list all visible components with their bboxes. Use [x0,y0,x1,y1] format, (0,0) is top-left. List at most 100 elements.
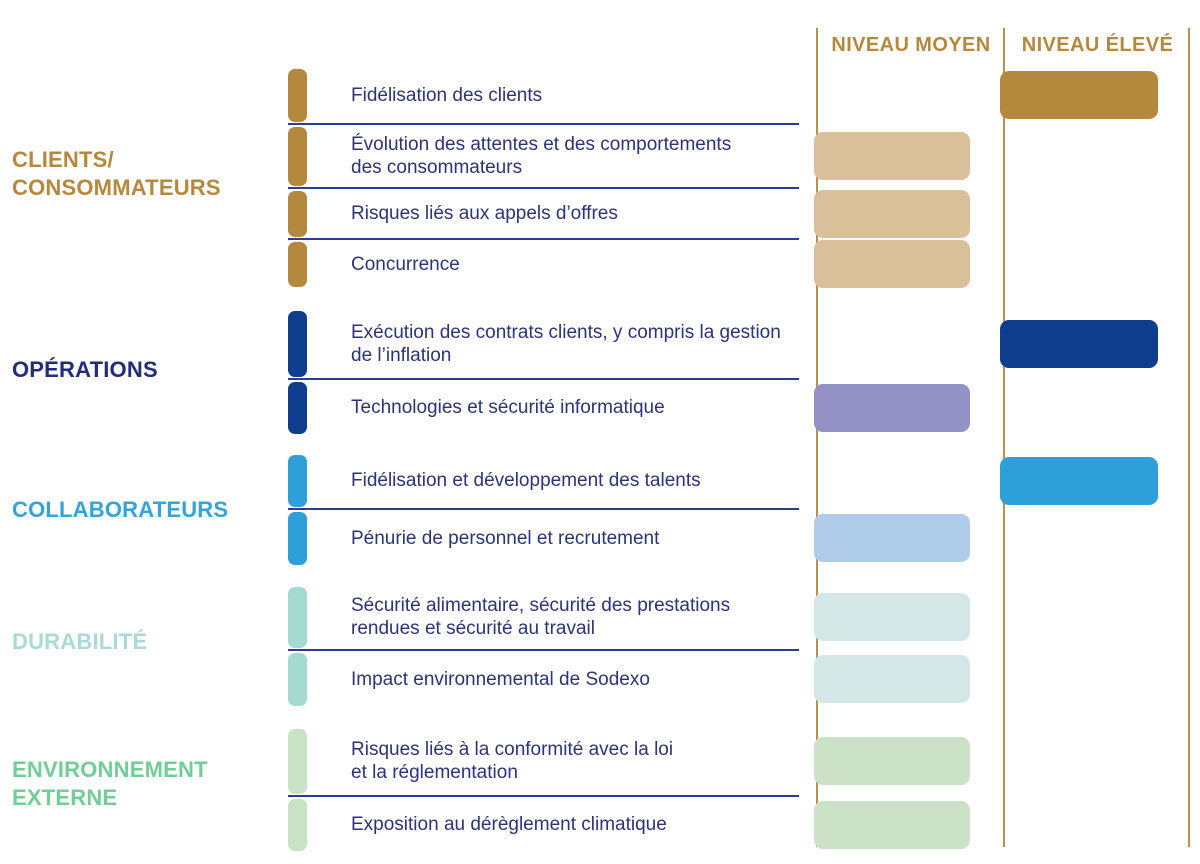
column-header-niveau-moyen: NIVEAU MOYEN [831,34,991,56]
risk-label: Pénurie de personnel et recrutement [351,527,660,549]
risk-row: Exécution des contrats clients, y compri… [288,308,1200,380]
risk-label: Concurrence [351,253,460,275]
risk-row: Pénurie de personnel et recrutement [288,509,1200,567]
risk-category-bar [288,68,307,122]
bar-slot [288,124,307,188]
bar-slot [288,509,307,567]
niveau-moyen-cell [798,509,986,567]
column-divider-line [1188,28,1190,847]
niveau-moyen-cell [798,650,986,708]
column-divider-line [816,28,818,847]
risk-level-box [814,800,970,849]
bar-slot [288,726,307,796]
category-label-durabilite: DURABILITÉ [12,628,147,656]
category-label-line: DURABILITÉ [12,629,148,654]
risk-level-box [814,514,970,562]
risk-row: Risques liés à la conformité avec la loi… [288,726,1200,797]
bar-slot [288,379,307,436]
risk-category-bar [288,310,307,377]
risk-category-bar [288,381,307,434]
risk-label: Risques liés à la conformité avec la loi… [351,739,674,783]
risk-level-box [814,240,970,288]
risk-level-box [1000,71,1158,119]
niveau-moyen-cell [798,452,986,509]
niveau-moyen-cell [798,584,986,650]
risk-label: Exécution des contrats clients, y compri… [351,321,781,366]
risk-label: Risques liés aux appels d’offres [351,203,618,224]
column-header-niveau-eleve: NIVEAU ÉLEVÉ [1021,34,1174,56]
risk-label: Technologies et sécurité informatique [351,397,665,418]
risk-row: Évolution des attentes et des comporteme… [288,124,1200,189]
risk-group-environnement-externe: Risques liés à la conformité avec la loi… [288,726,1200,853]
risk-row: Impact environnemental de Sodexo [288,650,1200,708]
category-label-line: CLIENTS/ [12,147,114,172]
niveau-moyen-cell [798,726,986,796]
bar-slot [288,584,307,650]
risk-row: Fidélisation et développement des talent… [288,452,1200,510]
niveau-moyen-cell [798,124,986,188]
risk-category-bar [288,241,307,287]
niveau-eleve-cell [986,188,1181,239]
bar-slot [288,188,307,239]
niveau-moyen-cell [798,308,986,379]
niveau-eleve-cell [986,726,1181,796]
risk-label: Évolution des attentes et des comporteme… [351,134,732,178]
risk-level-box [814,383,970,432]
risk-row: Fidélisation des clients [288,66,1200,125]
niveau-moyen-cell [798,796,986,853]
risk-level-box [814,132,970,180]
category-label-line: OPÉRATIONS [12,357,158,382]
risk-rows: Fidélisation des clients Évolution des a… [288,0,1200,853]
risk-group-durabilite: Sécurité alimentaire, sécurité des prest… [288,584,1200,708]
niveau-eleve-cell [986,308,1181,379]
risk-group-clients-consommateurs: Fidélisation des clients Évolution des a… [288,66,1200,289]
risk-category-bar [288,126,307,186]
niveau-eleve-cell [986,239,1181,289]
risk-group-operations: Exécution des contrats clients, y compri… [288,308,1200,436]
niveau-eleve-cell [986,66,1181,124]
category-label-clients-consommateurs: CLIENTS/ CONSOMMATEURS [12,146,221,202]
risk-category-bar [288,454,307,507]
risk-category-bar [288,798,307,851]
niveau-eleve-cell [986,379,1181,436]
risk-row: Technologies et sécurité informatique [288,379,1200,436]
niveau-eleve-cell [986,124,1181,188]
risk-row: Exposition au dérèglement climatique [288,796,1200,853]
risk-category-bar [288,190,307,237]
category-label-line: COLLABORATEURS [12,497,229,522]
niveau-eleve-cell [986,509,1181,567]
category-label-collaborateurs: COLLABORATEURS [12,496,228,524]
risk-group-collaborateurs: Fidélisation et développement des talent… [288,452,1200,567]
risk-level-box [814,737,970,785]
category-label-environnement-externe: ENVIRONNEMENT EXTERNE [12,756,208,812]
risk-label: Sécurité alimentaire, sécurité des prest… [351,595,731,639]
niveau-eleve-cell [986,584,1181,650]
niveau-eleve-cell [986,650,1181,708]
bar-slot [288,796,307,853]
category-label-operations: OPÉRATIONS [12,356,158,384]
bar-slot [288,650,307,708]
risk-row: Sécurité alimentaire, sécurité des prest… [288,584,1200,651]
bar-slot [288,308,307,379]
niveau-moyen-cell [798,188,986,239]
niveau-eleve-cell [986,796,1181,853]
category-label-line: EXTERNE [12,785,118,810]
column-divider-line [1003,28,1005,847]
risk-category-bar [288,652,307,706]
risk-label: Fidélisation des clients [351,84,543,106]
risk-label: Fidélisation et développement des talent… [351,470,701,491]
risk-level-box [814,655,970,703]
risk-level-box [814,593,970,641]
category-label-line: CONSOMMATEURS [12,175,221,200]
risk-label: Impact environnemental de Sodexo [351,668,650,690]
niveau-moyen-cell [798,66,986,124]
bar-slot [288,66,307,124]
bar-slot [288,239,307,289]
risk-label: Exposition au dérèglement climatique [351,814,667,835]
risk-level-box [1000,456,1158,505]
risk-row: Concurrence [288,239,1200,289]
bar-slot [288,452,307,509]
risk-category-bar [288,586,307,648]
niveau-moyen-cell [798,379,986,436]
